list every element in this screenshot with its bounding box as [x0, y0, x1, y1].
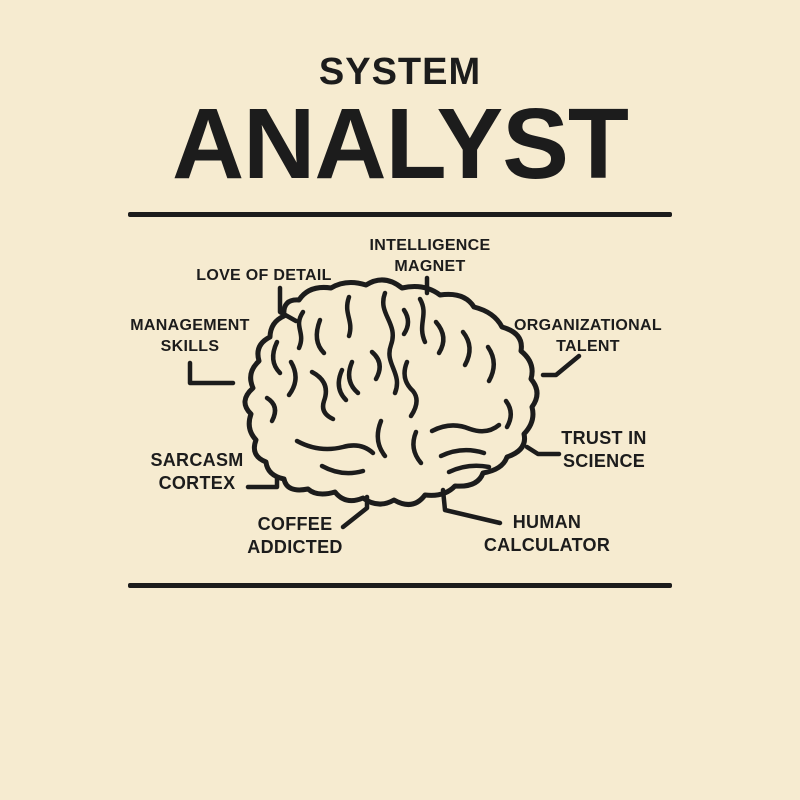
connector-love-of-detail: [277, 285, 299, 324]
connector-trust-in-science: [524, 444, 562, 457]
brain-gyrus-line: [314, 317, 327, 356]
label-line: TRUST IN: [561, 428, 647, 448]
brain-gyrus-line: [264, 395, 278, 424]
label-line: ADDICTED: [247, 537, 343, 557]
label-love-of-detail: LOVE OF DETAIL: [196, 265, 331, 286]
brain-gyrus-line: [270, 339, 283, 376]
label-line: SKILLS: [160, 338, 220, 355]
brain-icon: [242, 277, 540, 507]
brain-gyrus-line: [460, 329, 472, 368]
brain-gyrus-line: [433, 319, 446, 356]
page-title-kicker: SYSTEM: [318, 51, 482, 93]
label-line: SARCASM: [150, 450, 244, 470]
brain-gyrus-line: [286, 359, 298, 398]
label-line: MAGNET: [394, 258, 466, 275]
brain-gyrus-line: [438, 447, 487, 459]
label-line: TALENT: [556, 338, 620, 355]
brain-gyrus-line: [296, 309, 306, 351]
connector-management-skills: [187, 360, 236, 386]
brain-gyrus-line: [336, 367, 349, 403]
label-line: CORTEX: [158, 473, 236, 493]
brain-gyrus-line: [429, 422, 502, 434]
bottom-divider: [128, 583, 672, 588]
connector-human-calculator: [440, 487, 503, 526]
label-line: CALCULATOR: [483, 535, 611, 555]
brain-gyrus-line: [346, 359, 361, 396]
label-sarcasm-cortex: SARCASM CORTEX: [150, 449, 243, 495]
label-organizational-talent: ORGANIZATIONAL TALENT: [514, 315, 662, 357]
label-management-skills: MANAGEMENT SKILLS: [130, 315, 249, 357]
brain-gyrus-line: [294, 438, 376, 456]
brain-gyrus-line: [402, 359, 419, 419]
label-line: LOVE OF DETAIL: [196, 267, 332, 284]
brain-gyrus-line: [344, 294, 353, 339]
brain-gyrus-line: [417, 296, 428, 345]
label-line: SCIENCE: [562, 451, 646, 471]
callout-connectors: [187, 275, 582, 530]
connector-organizational-talent: [540, 353, 582, 378]
brain-gyrus-line: [375, 418, 388, 459]
label-line: INTELLIGENCE: [369, 237, 491, 254]
brain-gyrus-line: [446, 463, 492, 475]
brain-gyrus-line: [503, 398, 513, 430]
label-coffee-addicted: COFFEE ADDICTED: [247, 513, 342, 559]
label-intelligence-magnet: INTELLIGENCE MAGNET: [370, 235, 491, 277]
label-line: MANAGEMENT: [130, 317, 250, 334]
brain-gyri: [264, 290, 513, 476]
connector-sarcasm-cortex: [245, 474, 280, 490]
brain-gyrus-line: [485, 344, 496, 384]
brain-gyrus-line: [309, 369, 336, 422]
brain-gyrus-line: [319, 463, 366, 476]
connector-coffee-addicted: [340, 494, 370, 530]
label-human-calculator: HUMAN CALCULATOR: [484, 511, 610, 557]
label-trust-in-science: TRUST IN SCIENCE: [561, 427, 646, 473]
label-line: HUMAN: [512, 512, 582, 532]
top-divider: [128, 212, 672, 217]
label-line: COFFEE: [257, 514, 333, 534]
brain-gyrus-line: [411, 429, 424, 466]
label-line: ORGANIZATIONAL: [514, 317, 662, 334]
brain-gyrus-line: [369, 349, 382, 382]
brain-gyrus-line: [381, 290, 400, 396]
page-title: ANALYST: [171, 88, 629, 200]
brain-gyrus-line: [401, 307, 411, 337]
